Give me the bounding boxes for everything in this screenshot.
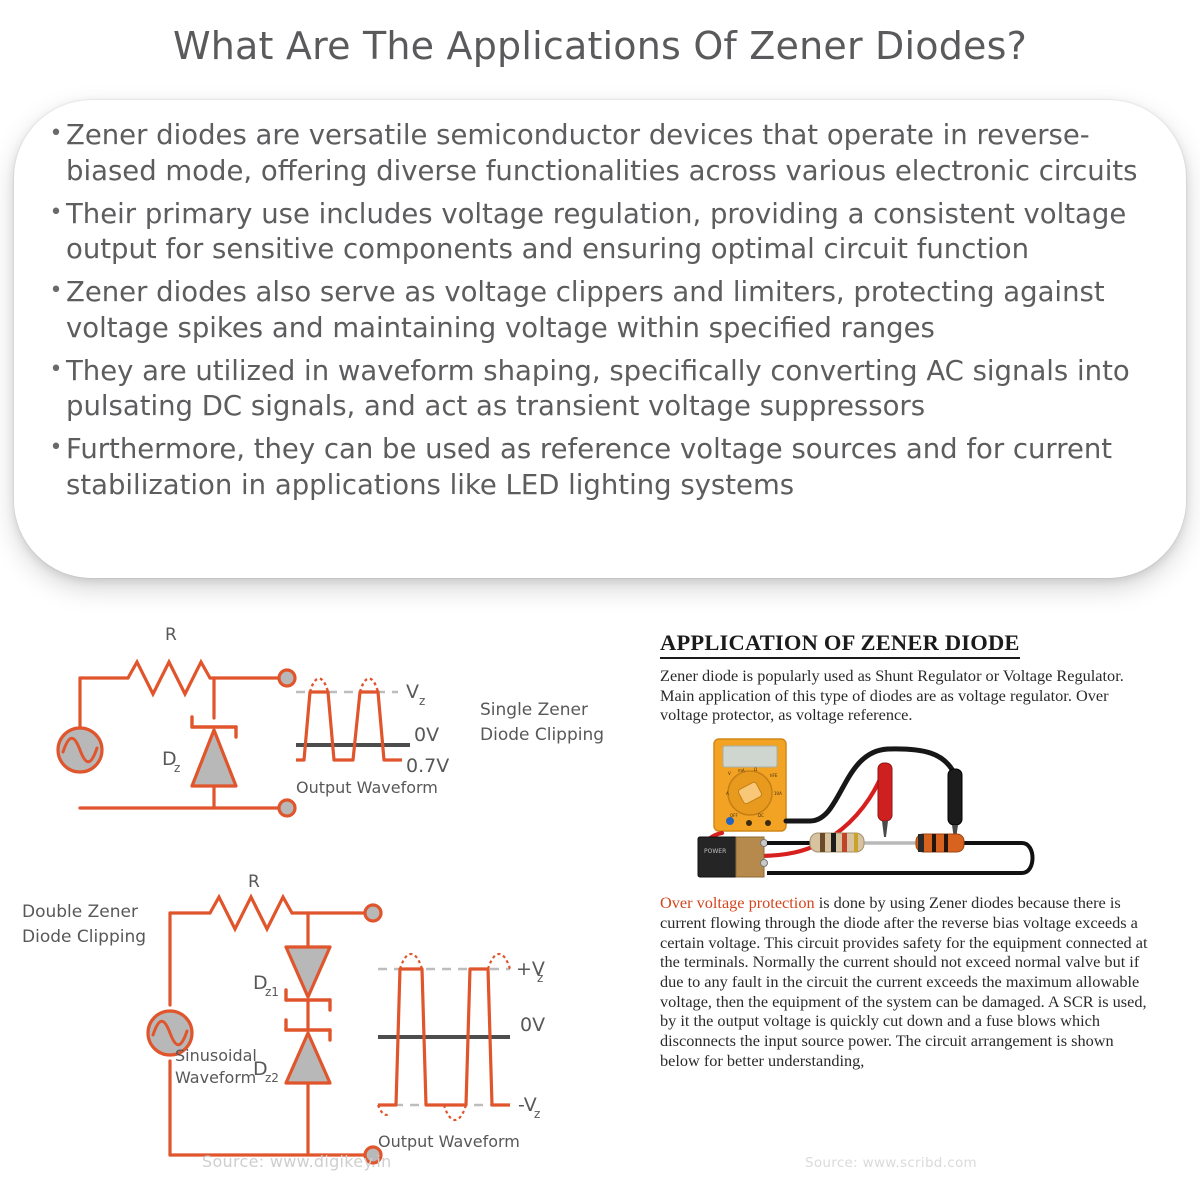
double-zener-title-line2: Diode Clipping [22,927,146,947]
wire-return-loop [767,841,1035,876]
resistor-icon [809,832,865,853]
bullet-text: Furthermore, they can be used as referen… [66,433,1113,501]
svg-text:Ω: Ω [754,767,757,772]
point-seven-volt-label: 0.7V [406,755,449,777]
digital-multimeter-icon: VmA Ω hFE A 10A OFF DC [713,738,787,832]
double-zener-title-line1: Double Zener [22,902,138,922]
zener-clipping-figure: R D z V z 0V 0.7V Output Waveform Single… [10,600,650,1200]
bullet-text: They are utilized in waveform shaping, s… [66,354,1130,423]
resistor-label: R [165,625,177,645]
output-terminal-bottom [363,1145,383,1165]
diode-label-sub: z [174,761,180,775]
bullet-marker-icon: • [49,199,63,225]
pos-vz-label-sub: z [537,971,543,985]
unclipped-peak-dotted [308,677,380,693]
article-paragraph-2: Over voltage protection is done by using… [660,893,1150,1070]
pos-vz-label: +V [516,958,545,980]
svg-text:V: V [728,771,731,776]
article-heading: APPLICATION OF ZENER DIODE [660,630,1020,659]
zener-diode-2-symbol [284,1018,332,1085]
zener-diode-symbol [190,715,238,788]
left-source-note: Source: www.digikey.in [202,1152,392,1171]
diode-label: D [162,748,177,770]
red-test-probe-icon [877,762,893,838]
diode1-label: D [253,972,268,994]
vz-label: V [406,681,419,703]
bullet-marker-icon: • [49,356,63,382]
output-waveform-caption: Output Waveform [296,778,438,797]
clipped-output-waveform [378,967,510,1107]
double-zener-circuit-svg: R D z1 D z2 Sinusoidal Waveform +V z 0V … [22,872,545,1165]
single-zener-title-line1: Single Zener [480,700,588,720]
output-terminal-bottom [277,798,297,818]
list-item: • Zener diodes are versatile semiconduct… [46,118,1166,190]
bullet-card: • Zener diodes are versatile semiconduct… [14,100,1186,578]
ac-source-symbol [146,1009,194,1057]
diode2-label-sub: z2 [265,1071,279,1085]
lower-section: R D z V z 0V 0.7V Output Waveform Single… [0,600,1200,1200]
single-zener-title-line2: Diode Clipping [480,725,604,745]
list-item: • They are utilized in waveform shaping,… [46,354,1166,426]
zero-volt-label: 0V [520,1014,545,1036]
neg-vz-label-sub: z [534,1107,540,1121]
list-item: • Their primary use includes voltage reg… [46,197,1166,269]
zener-application-article: APPLICATION OF ZENER DIODE Zener diode i… [660,630,1150,1171]
list-item: • Zener diodes also serve as voltage cli… [46,275,1166,347]
bullet-text: Their primary use includes voltage regul… [66,197,1127,266]
ac-source-symbol [56,726,104,774]
right-source-note: Source: www.scribd.com [805,1155,978,1171]
vz-label-sub: z [419,694,425,708]
bullet-text: Zener diodes are versatile semiconductor… [66,119,1138,187]
over-voltage-protection-highlight: Over voltage protection [660,893,815,913]
source-caption-line2: Waveform [175,1068,256,1087]
svg-text:mA: mA [738,768,745,773]
resistor-symbol [208,893,294,933]
svg-text:10A: 10A [774,791,782,796]
bullet-text: Zener diodes also serve as voltage clipp… [66,276,1105,344]
diode2-label: D [253,1058,268,1080]
list-item: • Furthermore, they can be used as refer… [46,432,1166,504]
black-test-lead [783,746,957,824]
svg-text:OFF: OFF [730,813,738,818]
page-title: What Are The Applications Of Zener Diode… [173,24,1027,68]
output-terminal-top [277,668,297,688]
bullet-marker-icon: • [49,121,63,146]
nine-volt-battery-icon: POWER [697,836,768,878]
diode1-label-sub: z1 [265,985,279,999]
resistor-label: R [248,872,260,892]
output-waveform-caption: Output Waveform [378,1132,520,1151]
black-test-probe-icon [947,768,963,840]
output-terminal-top [363,903,383,923]
article-paragraph-2-rest: is done by using Zener diodes because th… [660,893,1148,1070]
zero-volt-label: 0V [414,724,439,746]
zener-diode-1-symbol [284,945,332,1012]
bullet-marker-icon: • [49,278,63,303]
single-zener-circuit-svg: R D z V z 0V 0.7V Output Waveform Single… [56,625,604,818]
svg-text:hFE: hFE [770,773,778,778]
svg-text:POWER: POWER [704,848,726,855]
zener-diode-icon [915,833,965,853]
article-paragraph-1: Zener diode is popularly used as Shunt R… [660,666,1124,725]
unclipped-sine-dotted [376,952,512,1122]
neg-vz-label: -V [518,1094,537,1116]
svg-text:DC: DC [758,813,764,818]
source-caption-line1: Sinusoidal [175,1046,257,1065]
clipped-output-waveform [296,690,402,762]
bullet-marker-icon: • [49,435,63,460]
resistor-symbol [126,658,212,698]
svg-text:A: A [726,791,729,796]
bullet-list: • Zener diodes are versatile semiconduct… [46,118,1166,511]
